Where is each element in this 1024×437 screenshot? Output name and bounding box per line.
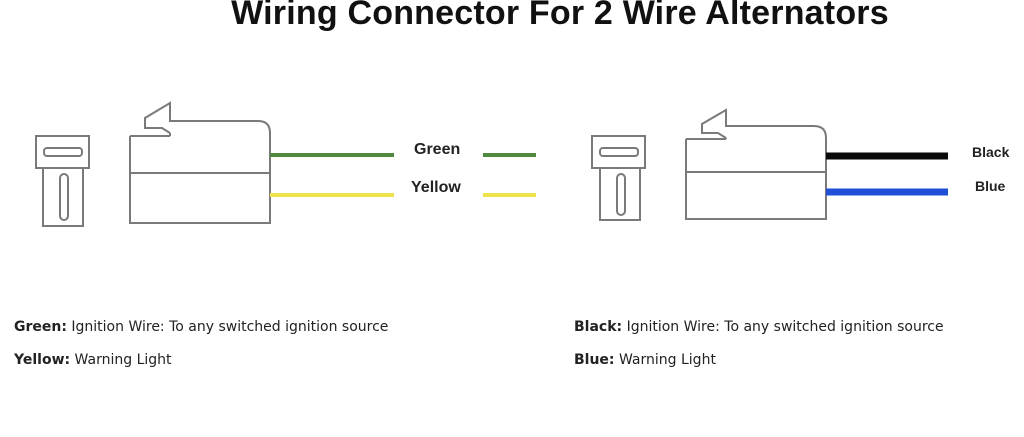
wire-label-black: Black <box>972 144 1010 160</box>
wire-label-blue: Blue <box>975 178 1006 194</box>
legend-item-green: Green: Ignition Wire: To any switched ig… <box>14 319 388 335</box>
left-plug <box>35 135 90 227</box>
legend-wire-name: Black: <box>574 319 623 335</box>
legend-item-blue: Blue: Warning Light <box>574 352 716 368</box>
legend-wire-desc: Ignition Wire: To any switched ignition … <box>66 319 389 335</box>
right-plug <box>591 135 646 221</box>
legend-wire-desc: Warning Light <box>614 352 716 368</box>
left-housing <box>129 101 271 224</box>
legend-item-black: Black: Ignition Wire: To any switched ig… <box>574 319 944 335</box>
legend-wire-name: Yellow: <box>14 352 71 368</box>
page-title: Wiring Connector For 2 Wire Alternators <box>231 0 889 32</box>
legend-wire-desc: Warning Light <box>70 352 172 368</box>
legend-wire-name: Blue: <box>574 352 615 368</box>
right-housing <box>685 108 827 220</box>
wire-label-green: Green <box>414 141 461 158</box>
legend-wire-desc: Ignition Wire: To any switched ignition … <box>622 319 944 335</box>
legend-item-yellow: Yellow: Warning Light <box>14 352 172 368</box>
legend-wire-name: Green: <box>14 319 67 335</box>
wire-label-yellow: Yellow <box>411 179 461 196</box>
